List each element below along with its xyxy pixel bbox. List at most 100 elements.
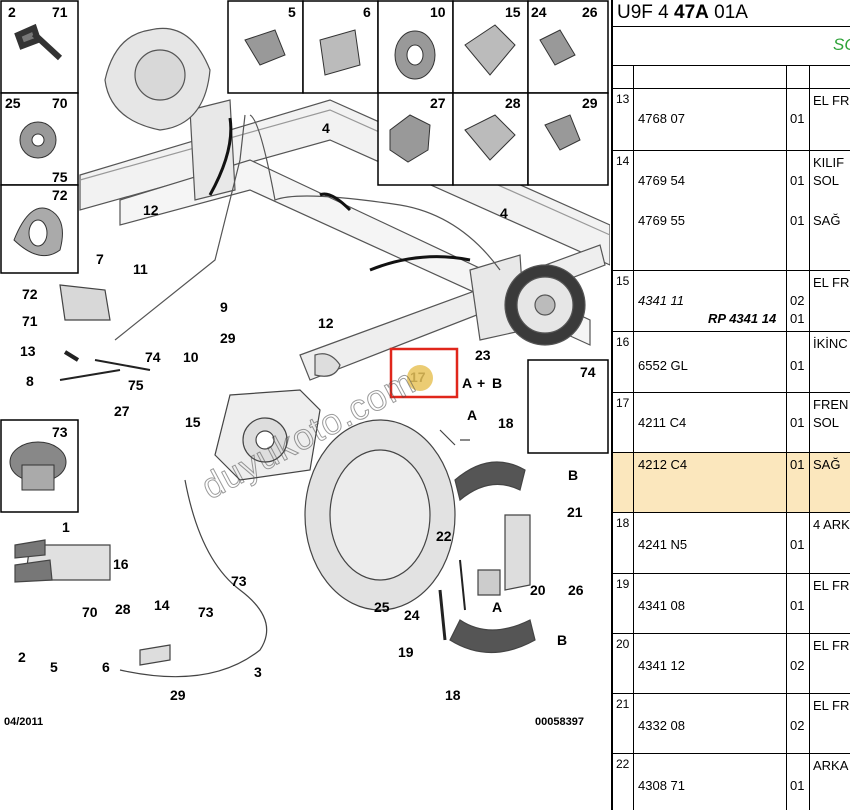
callout: 25 (374, 599, 390, 615)
svg-text:26: 26 (582, 4, 598, 20)
bolt-icon (14, 23, 63, 61)
bracket-icon (464, 24, 516, 76)
callout: + (477, 375, 485, 391)
callout: 20 (530, 582, 546, 598)
callout: 21 (567, 504, 583, 520)
callout: 4 (322, 120, 330, 136)
svg-text:74: 74 (580, 364, 596, 380)
callout: 14 (154, 597, 170, 613)
callout: A (492, 599, 502, 615)
svg-text:15: 15 (505, 4, 521, 20)
clip-icon (319, 29, 361, 76)
callout: 28 (115, 601, 131, 617)
table-row[interactable]: 19 EL FR 4341 08 01 (613, 574, 850, 634)
table-row[interactable]: 20 EL FR 4341 12 02 (613, 634, 850, 694)
inset-box-10: 10 (377, 0, 454, 94)
inset-box-73: 73 (0, 419, 79, 513)
inset-box-25-70-75: 25 70 75 (0, 92, 79, 186)
column-header (613, 66, 850, 89)
callout: 73 (198, 604, 214, 620)
table-row[interactable]: 22 ARKA 4308 71 01 (613, 754, 850, 810)
callout: B (492, 375, 502, 391)
table-row[interactable]: 21 EL FR 4332 08 02 (613, 694, 850, 754)
callout: 71 (22, 313, 38, 329)
inset-box-27: 27 (377, 92, 454, 186)
highlight-part-17[interactable] (389, 347, 459, 399)
exploded-parts-diagram: 2 71 25 70 75 72 73 5 6 10 1 (0, 0, 610, 728)
callout: 3 (254, 664, 262, 680)
svg-text:10: 10 (430, 4, 446, 20)
pin-icon (244, 29, 286, 66)
inset-box-6: 6 (302, 0, 379, 94)
callout: 26 (568, 582, 584, 598)
svg-text:29: 29 (582, 95, 598, 111)
inset-box-29: 29 (527, 92, 609, 186)
panel-header: U9F 4 47A 01A (617, 2, 748, 23)
clip-nut-icon (464, 114, 516, 161)
table-row[interactable]: 17 FREN 4211 C4 01 SOL (613, 393, 850, 453)
inset-box-24-26: 24 26 (527, 0, 609, 94)
marker-dot (407, 365, 433, 391)
svg-text:73: 73 (52, 424, 68, 440)
callout: 72 (22, 286, 38, 302)
svg-text:75: 75 (52, 169, 68, 185)
callout: 70 (82, 604, 98, 620)
callout: 12 (143, 202, 159, 218)
cap-screw-icon (539, 29, 576, 66)
svg-text:28: 28 (505, 95, 521, 111)
parts-list-panel: U9F 4 47A 01A SC 13 4768 07 01 EL FR 14 … (611, 0, 850, 810)
svg-text:27: 27 (430, 95, 446, 111)
column-band: SC (613, 26, 850, 66)
callout: 9 (220, 299, 228, 315)
callout: 2 (18, 649, 26, 665)
svg-text:6: 6 (363, 4, 371, 20)
inset-box-74: 74 (527, 359, 609, 454)
inset-box-72: 72 (0, 184, 79, 274)
callout: 12 (318, 315, 334, 331)
table-row-selected[interactable]: 4212 C4 01 SAĞ (613, 453, 850, 513)
svg-text:2: 2 (8, 4, 16, 20)
inset-box-5: 5 (227, 0, 304, 94)
callout: 23 (475, 347, 491, 363)
inset-box-2-71: 2 71 (0, 0, 79, 94)
table-row[interactable]: 16 İKİNC 6552 GL 01 (613, 332, 850, 393)
inset-box-15: 15 (452, 0, 529, 94)
callout: A (467, 407, 477, 423)
callout: 6 (102, 659, 110, 675)
callout: 27 (114, 403, 130, 419)
table-row[interactable]: 13 4768 07 01 EL FR (613, 89, 850, 151)
svg-text:24: 24 (531, 4, 547, 20)
diagram-code: 00058397 (535, 716, 584, 728)
svg-text:25: 25 (5, 95, 21, 111)
callout: 16 (113, 556, 129, 572)
callout: 74 (145, 349, 161, 365)
callout: 22 (436, 528, 452, 544)
svg-text:71: 71 (52, 4, 68, 20)
callout: 5 (50, 659, 58, 675)
inset-box-28: 28 (452, 92, 529, 186)
callout: 18 (445, 687, 461, 703)
callout: 29 (170, 687, 186, 703)
callout: 13 (20, 343, 36, 359)
callout: 18 (498, 415, 514, 431)
callout: 7 (96, 251, 104, 267)
svg-text:72: 72 (52, 187, 68, 203)
callout: 29 (220, 330, 236, 346)
callout: 19 (398, 644, 414, 660)
svg-text:5: 5 (288, 4, 296, 20)
callout: B (557, 632, 567, 648)
callout: 11 (133, 261, 148, 277)
callout: 1 (62, 519, 70, 535)
table-row[interactable]: 15 EL FR 4341 11 02 RP 4341 14 01 (613, 271, 850, 332)
callout: 24 (404, 607, 420, 623)
callout: 10 (183, 349, 199, 365)
callout: 15 (185, 414, 201, 430)
callout: A (462, 375, 472, 391)
table-row[interactable]: 18 4 ARK 4241 N5 01 (613, 513, 850, 574)
callout: 73 (231, 573, 247, 589)
table-row[interactable]: 14 KILIF 4769 54 01 SOL 4769 55 01 SAĞ (613, 151, 850, 271)
callout: 8 (26, 373, 34, 389)
callout: 4 (500, 205, 508, 221)
svg-text:70: 70 (52, 95, 68, 111)
axle-drawing (79, 27, 610, 381)
